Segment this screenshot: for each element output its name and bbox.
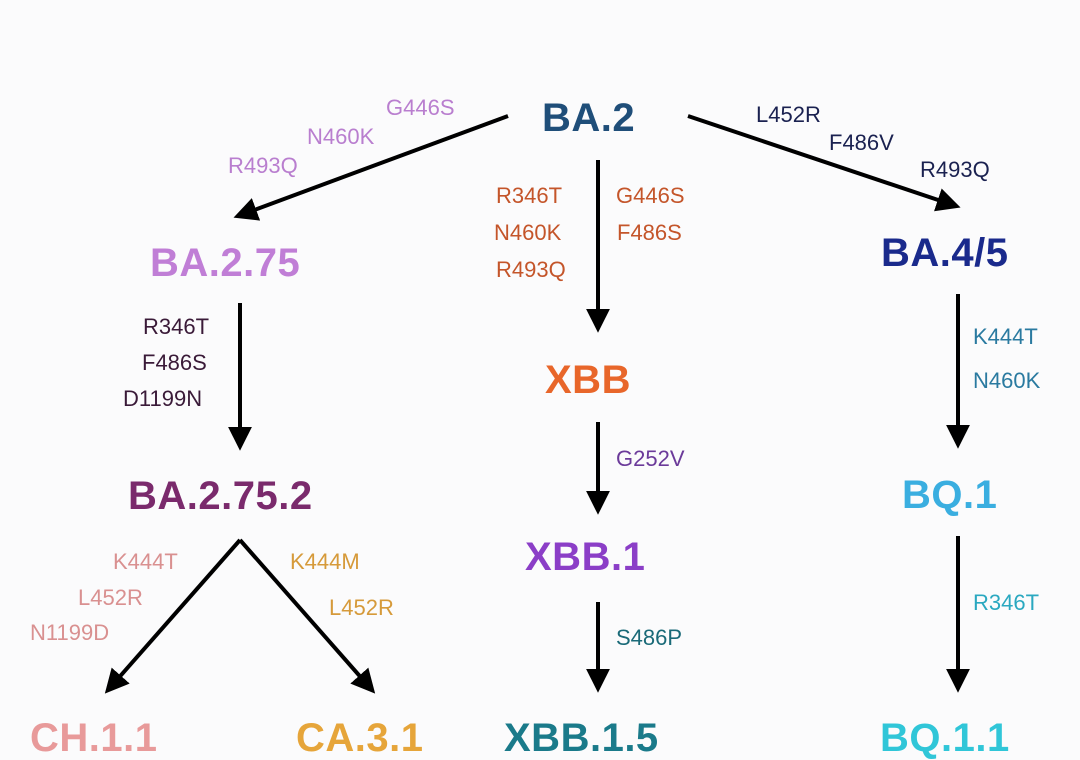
- mutation-label: D1199N: [123, 386, 203, 411]
- mutation-label: N460K: [973, 368, 1041, 393]
- node-bq1: BQ.1: [902, 473, 998, 517]
- mutation-label: L452R: [329, 595, 394, 620]
- mutation-label: K444T: [973, 324, 1038, 349]
- node-bq11: BQ.1.1: [880, 716, 1010, 760]
- arrow-ba2752-to-ch11: [104, 538, 242, 694]
- mutation-label: G446S: [386, 95, 455, 120]
- mutation-label: L452R: [756, 102, 821, 127]
- mutation-label: R493Q: [496, 257, 566, 282]
- mutation-label: F486V: [829, 130, 894, 155]
- mutation-label: R493Q: [920, 157, 990, 182]
- node-xbb: XBB: [545, 358, 631, 402]
- mutation-label: R493Q: [228, 153, 298, 178]
- node-ba275: BA.2.75: [150, 241, 301, 285]
- mutation-label: N460K: [494, 220, 562, 245]
- mutation-label: S486P: [616, 625, 683, 650]
- node-ch11: CH.1.1: [30, 716, 158, 760]
- arrow-ba2752-to-ca31: [238, 538, 376, 694]
- mutation-label: N460K: [307, 124, 375, 149]
- node-xbb1: XBB.1: [525, 535, 646, 579]
- arrow-ba2-to-ba275: [233, 114, 509, 221]
- mutation-label: L452R: [78, 585, 143, 610]
- node-ca31: CA.3.1: [296, 716, 424, 760]
- node-ba2: BA.2: [542, 96, 636, 140]
- mutation-label: R346T: [973, 590, 1040, 615]
- mutation-label: G446S: [616, 183, 685, 208]
- mutation-label: K444T: [113, 549, 178, 574]
- mutation-label: R346T: [496, 183, 563, 208]
- mutation-label: F486S: [617, 220, 682, 245]
- mutation-label: K444M: [290, 549, 360, 574]
- node-xbb15: XBB.1.5: [504, 716, 659, 760]
- node-ba2752: BA.2.75.2: [128, 474, 313, 518]
- node-ba45: BA.4/5: [881, 231, 1009, 275]
- mutation-label: N1199D: [30, 620, 110, 645]
- mutation-label: R346T: [143, 314, 210, 339]
- mutation-label: F486S: [142, 350, 207, 375]
- arrow-ba2-to-ba45: [687, 114, 961, 212]
- mutation-label: G252V: [616, 446, 685, 471]
